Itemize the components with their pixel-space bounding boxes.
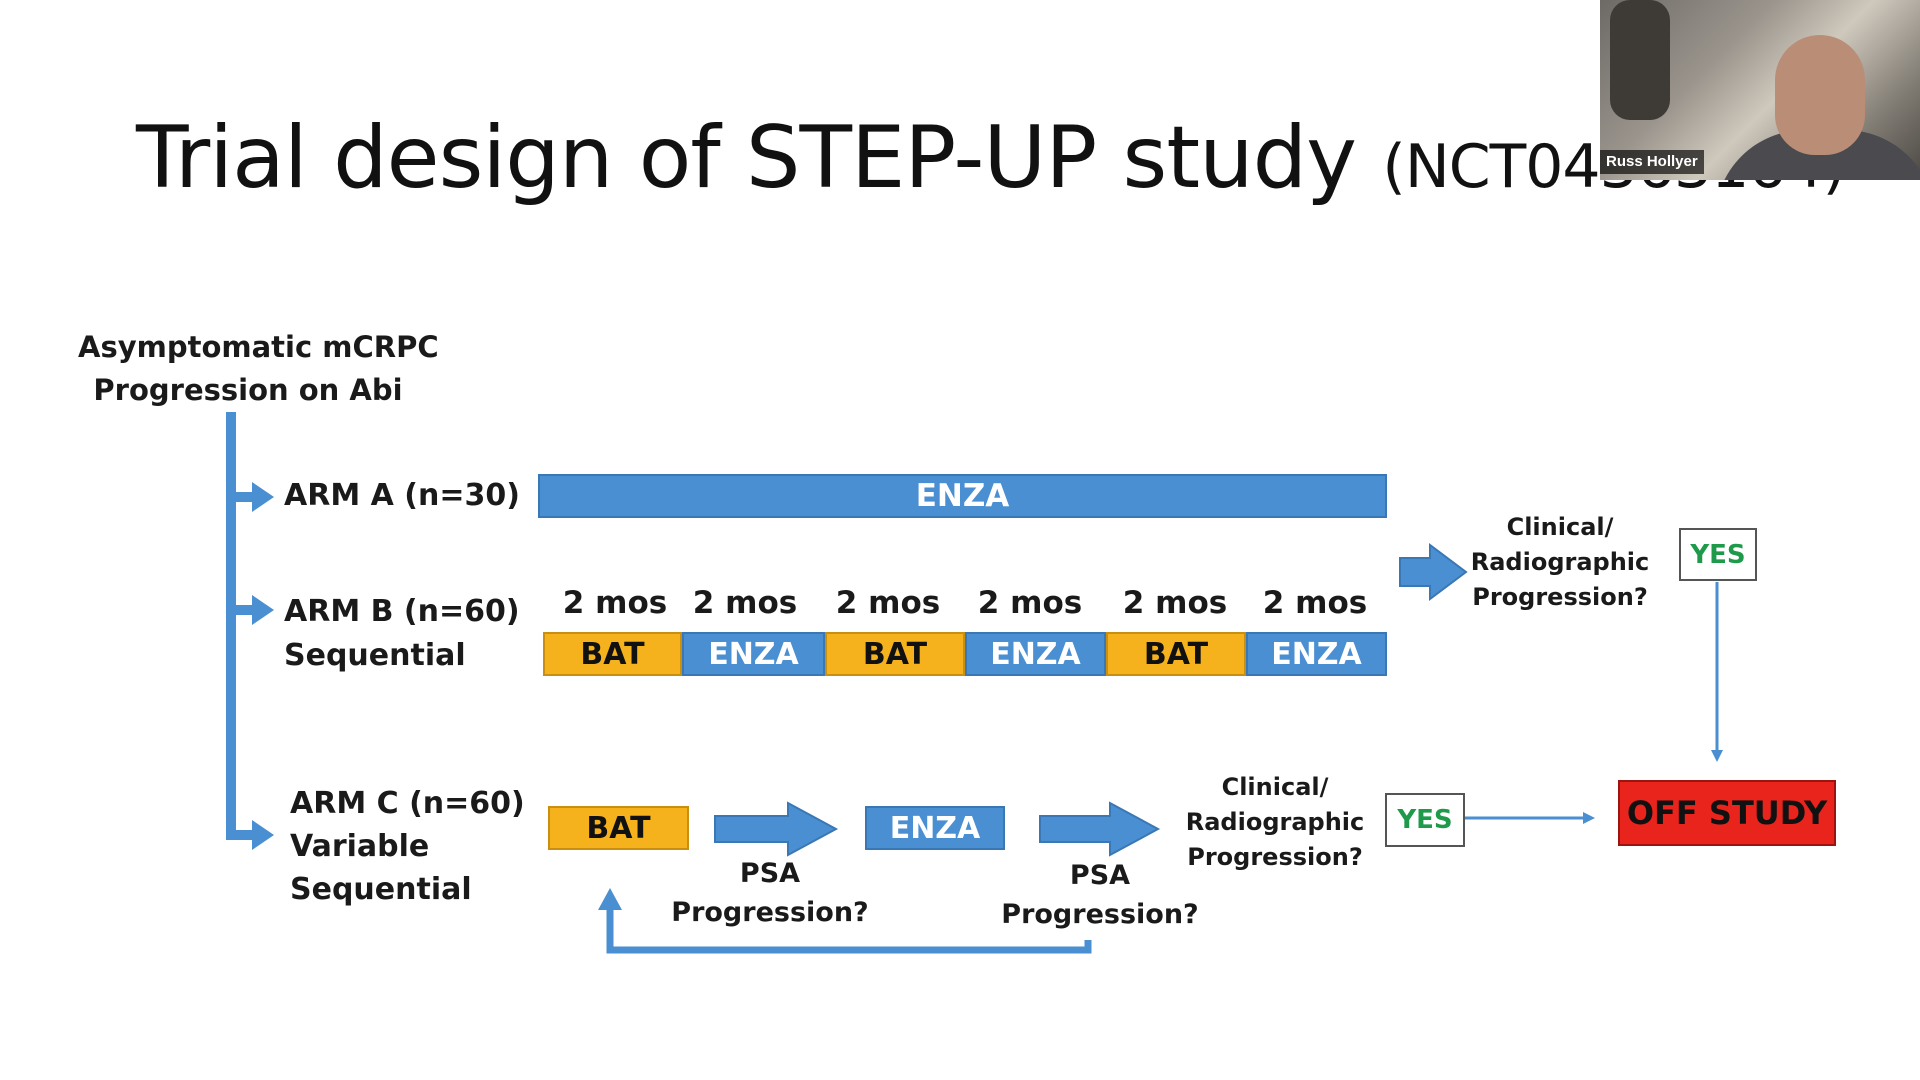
decision-top-line2: Radiographic xyxy=(1470,548,1650,576)
branch-a-shaft xyxy=(226,492,254,502)
psa2-line1: PSA xyxy=(1069,860,1131,891)
arm-b-duration-5: 2 mos xyxy=(1122,585,1228,621)
arm-b-segment-4: ENZA xyxy=(965,632,1106,676)
psa-progression-2: PSA Progression? xyxy=(995,856,1205,934)
decision-top-label: Clinical/ Radiographic Progression? xyxy=(1465,510,1655,615)
arm-c-label-line3: Sequential xyxy=(290,872,472,907)
block-arrow-top xyxy=(1399,543,1468,601)
webcam-participant-name: Russ Hollyer xyxy=(1600,150,1704,174)
arm-b-duration-3: 2 mos xyxy=(835,585,941,621)
arm-c-label-line1: ARM C (n=60) xyxy=(290,786,525,821)
branch-b-shaft xyxy=(226,605,254,615)
psa1-line2: Progression? xyxy=(671,897,869,928)
decision-bottom-label: Clinical/ Radiographic Progression? xyxy=(1180,770,1370,875)
decision-bottom-line2: Radiographic xyxy=(1185,808,1365,836)
decision-bottom-line3: Progression? xyxy=(1187,843,1363,871)
arm-b-duration-4: 2 mos xyxy=(977,585,1083,621)
block-arrow-c1 xyxy=(714,801,839,857)
arm-b-label: ARM B (n=60) Sequential xyxy=(284,590,520,678)
yes-bottom-head xyxy=(1583,812,1595,824)
arm-b-segment-1: BAT xyxy=(543,632,682,676)
arm-a-enza-bar: ENZA xyxy=(538,474,1387,518)
title-main: Trial design of STEP-UP study xyxy=(136,108,1357,208)
block-arrow-c2 xyxy=(1039,801,1161,857)
population-line1: Asymptomatic mCRPC xyxy=(78,330,439,364)
trunk-line xyxy=(226,412,236,840)
psa1-line1: PSA xyxy=(739,858,801,889)
arm-c-label: ARM C (n=60) Variable Sequential xyxy=(290,782,525,911)
off-study-box: OFF STUDY xyxy=(1618,780,1836,846)
branch-b-head xyxy=(252,595,274,625)
arm-b-segment-3: BAT xyxy=(825,632,965,676)
branch-c-shaft xyxy=(226,830,254,840)
arm-b-label-line1: ARM B (n=60) xyxy=(284,594,520,629)
branch-a-head xyxy=(252,482,274,512)
loop-back-head xyxy=(598,888,622,910)
arm-c-label-line2: Variable xyxy=(290,829,430,864)
psa-progression-1: PSA Progression? xyxy=(665,854,875,932)
decision-bottom-line1: Clinical/ xyxy=(1221,773,1329,801)
arm-c-bat-box: BAT xyxy=(548,806,689,850)
branch-c-head xyxy=(252,820,274,850)
yes-box-top: YES xyxy=(1679,528,1757,581)
psa2-line2: Progression? xyxy=(1001,899,1199,930)
arm-a-label: ARM A (n=30) xyxy=(284,478,520,513)
arm-b-label-line2: Sequential xyxy=(284,638,466,673)
yes-box-bottom: YES xyxy=(1385,793,1465,847)
arm-b-duration-2: 2 mos xyxy=(692,585,798,621)
arm-c-enza-box: ENZA xyxy=(865,806,1005,850)
webcam-video: Russ Hollyer xyxy=(1600,0,1920,180)
yes-top-head xyxy=(1711,750,1723,762)
webcam-person-face xyxy=(1775,35,1865,155)
population-line2: Progression on Abi xyxy=(93,373,403,407)
decision-top-line1: Clinical/ xyxy=(1506,513,1614,541)
arm-b-segment-5: BAT xyxy=(1106,632,1246,676)
population-label: Asymptomatic mCRPC Progression on Abi xyxy=(78,326,439,412)
loop-back-line xyxy=(606,905,1092,954)
arm-b-duration-1: 2 mos xyxy=(562,585,668,621)
arm-b-segment-2: ENZA xyxy=(682,632,825,676)
decision-top-line3: Progression? xyxy=(1472,583,1648,611)
arm-b-segment-6: ENZA xyxy=(1246,632,1387,676)
webcam-background-object xyxy=(1610,0,1670,120)
arm-b-duration-6: 2 mos xyxy=(1262,585,1368,621)
